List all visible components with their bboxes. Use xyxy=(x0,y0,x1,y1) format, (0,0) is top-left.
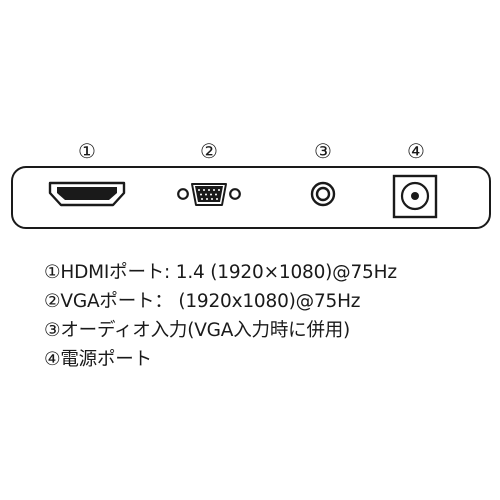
port-spec-list: ①HDMIポート: 1.4 (1920×1080)@75Hz ②VGAポート： … xyxy=(44,258,397,374)
vga-port-icon xyxy=(177,183,241,206)
port-panel-diagram: ① ② ③ ④ xyxy=(11,139,491,229)
port-spec-power: ④電源ポート xyxy=(44,349,152,370)
port-spec-hdmi: ①HDMIポート: 1.4 (1920×1080)@75Hz xyxy=(44,262,397,283)
audio-out-jack-icon xyxy=(310,181,336,207)
monitor-rear-panel xyxy=(11,166,491,229)
port-number-2: ② xyxy=(200,139,218,163)
port-number-4: ④ xyxy=(407,139,425,163)
power-port-icon xyxy=(392,174,438,219)
hdmi-port-icon xyxy=(48,181,126,207)
port-spec-audio: ③オーディオ入力(VGA入力時に併用) xyxy=(44,320,351,341)
port-number-1: ① xyxy=(78,139,96,163)
port-spec-vga: ②VGAポート： (1920x1080)@75Hz xyxy=(44,291,361,312)
port-number-3: ③ xyxy=(314,139,332,163)
